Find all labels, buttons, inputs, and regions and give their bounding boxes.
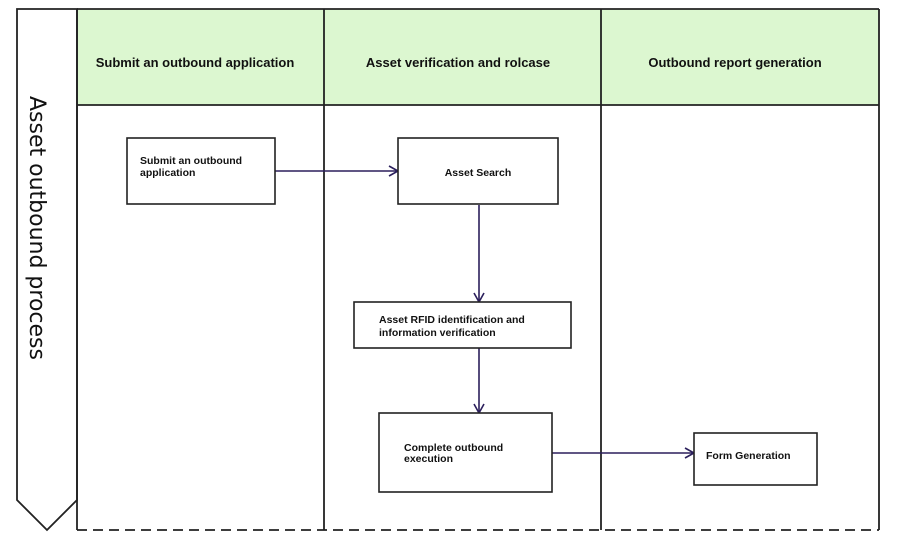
node-complete: Complete outbound execution [378,412,553,493]
node-rfid-line-2: information verification [379,327,496,339]
svg-text:application: application [140,167,195,179]
lane-title-3: Outbound report generation [648,55,821,70]
lane-header-1 [78,9,324,105]
node-search: Asset Search [397,137,559,205]
svg-text:Form Generation: Form Generation [706,450,791,462]
node-rfid: Asset RFID identification and informatio… [353,301,572,349]
node-form: Form Generation [693,432,818,486]
lane-header-2 [324,9,601,105]
node-rfid-line-1: Asset RFID identification and [379,314,525,326]
lane-header-3 [601,9,879,105]
node-complete-line-2: execution [404,453,453,465]
svg-text:Complete outbound: Complete outbound [404,442,503,454]
node-complete-line-1: Complete outbound [404,442,503,454]
lane-title-1: Submit an outbound application [96,55,295,70]
node-submit-line-1: Submit an outbound [140,155,242,167]
svg-text:information verification: information verification [379,327,496,339]
node-submit: Submit an outbound application [126,137,276,205]
connectors [275,165,696,459]
svg-text:Asset Search: Asset Search [445,167,512,179]
swimlane-grid [76,8,880,530]
process-label-shape [16,8,78,532]
process-label: Asset outbound process [24,96,49,360]
svg-text:execution: execution [404,453,453,465]
node-submit-line-2: application [140,167,195,179]
node-search-line-1: Asset Search [445,167,512,179]
svg-text:Submit an outbound: Submit an outbound [140,155,242,167]
lane-title-2: Asset verification and rolcase [366,55,550,70]
svg-text:Asset RFID identification and: Asset RFID identification and [379,314,525,326]
node-form-line-1: Form Generation [706,450,791,462]
